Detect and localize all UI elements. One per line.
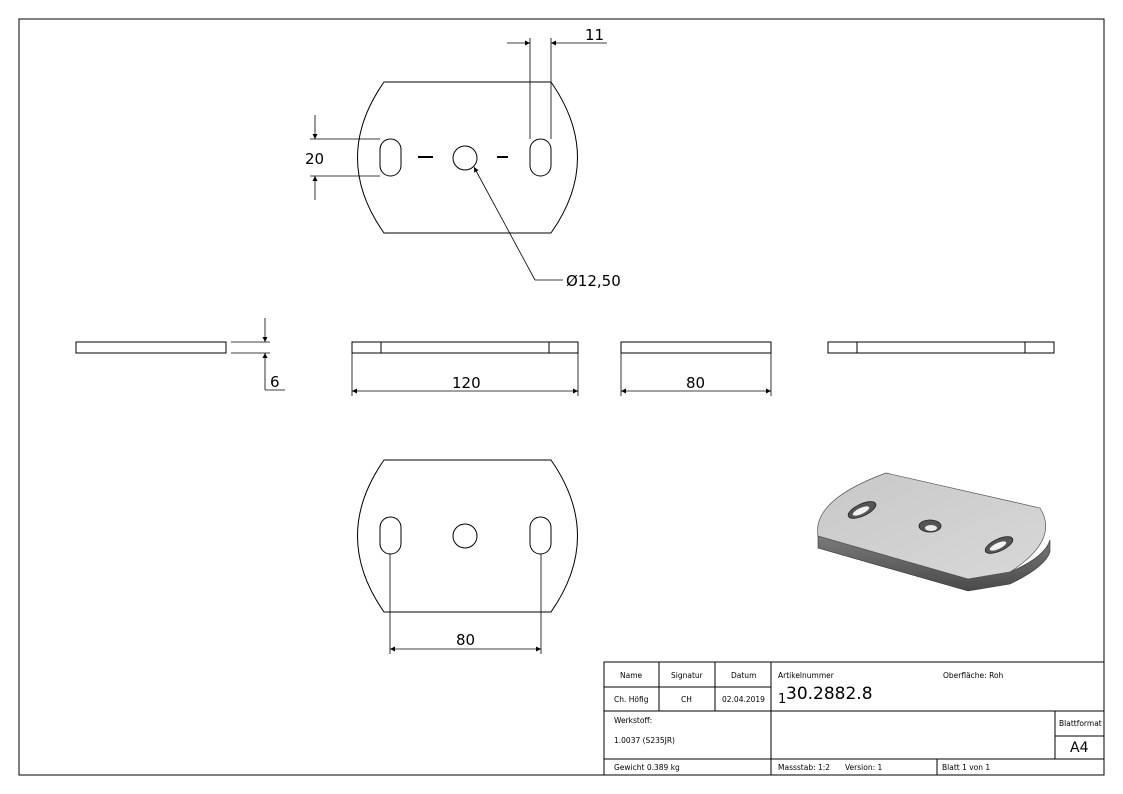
slot-left-top [379,138,402,177]
slot-right-top [529,138,552,177]
dim-width: 80 [686,374,705,392]
dim-slot-width: 11 [585,26,604,44]
tb-sheet: Blatt 1 von 1 [942,763,990,772]
tb-header-date: Datum [731,671,756,680]
tb-article-label: Artikelnummer [778,671,835,680]
tb-weight: Gewicht 0.389 kg [614,763,680,772]
tb-material-value: 1.0037 (S235JR) [614,736,675,745]
sheet-border [18,18,1105,776]
slot-left-bottom [379,516,402,555]
tb-header-name: Name [620,671,643,680]
center-hole-bottom [452,523,478,549]
tb-header-signature: Signatur [671,671,704,680]
side-view-2 [351,341,579,354]
tb-version: Version: 1 [845,763,882,772]
title-block: Name Signatur Datum Ch. Höfig CH 02.04.2… [603,661,1105,776]
plate-outline-top [357,81,578,234]
tb-article-prefix: 1 [778,692,786,707]
isometric-view [817,472,1051,592]
tb-date: 02.04.2019 [722,695,765,704]
iso-slot-left-inner [852,506,870,516]
tb-signature: CH [681,695,692,704]
engraving-mark-right [497,156,508,158]
dim-slot-length: 20 [305,150,324,168]
iso-center-hole-inner [925,525,937,531]
bottom-view: 80 [357,459,578,654]
tb-article-number: 30.2882.8 [786,684,873,704]
tb-scale: Massstab: 1:2 [778,763,830,772]
center-hole-top [452,145,478,171]
top-view: 11 20 Ø12,50 [305,26,621,290]
dim-slot-spacing: 80 [456,631,475,649]
tb-sheet-format-label: Blattformat [1059,719,1102,728]
tb-surface: Oberfläche: Roh [943,671,1004,680]
tb-material-label: Werkstoff: [614,716,652,725]
slot-right-bottom [529,516,552,555]
side-views: 6 120 80 [75,318,1055,396]
tb-sheet-format: A4 [1070,740,1089,756]
iso-slot-right-inner [989,541,1007,551]
side-view-1 [75,341,227,354]
engraving-mark-left [418,156,433,158]
side-view-3 [620,341,772,354]
iso-side-face [817,535,1051,592]
dim-thickness: 6 [270,373,280,391]
plate-outline-bottom [357,459,578,613]
dim-hole-diameter: Ø12,50 [566,272,621,290]
side-view-4 [827,341,1055,354]
dim-length: 120 [452,374,481,392]
tb-name: Ch. Höfig [614,695,649,704]
